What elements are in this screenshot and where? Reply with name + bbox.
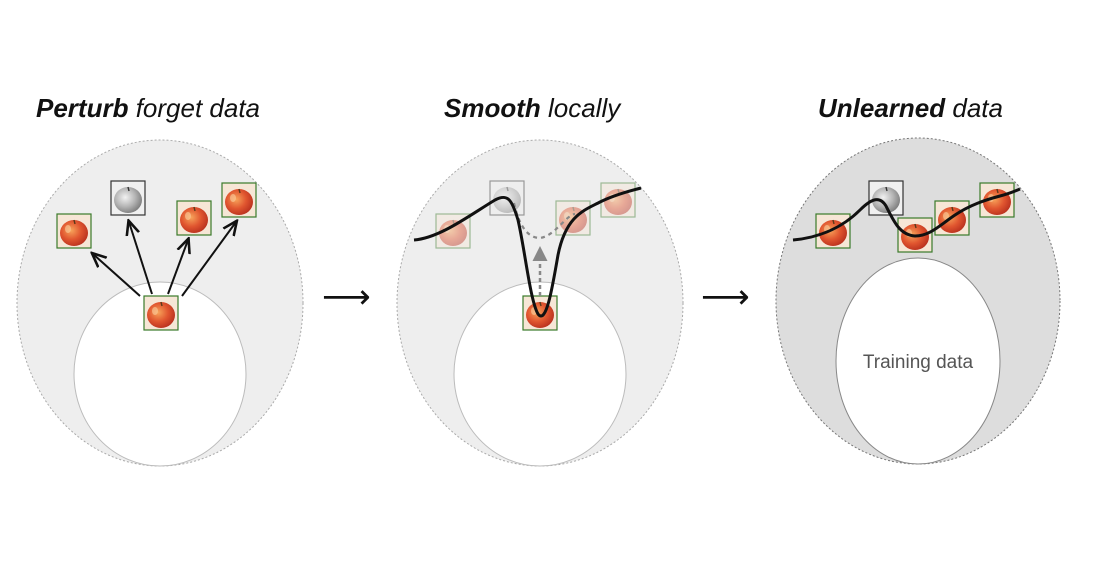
title-bold: Smooth: [444, 93, 541, 123]
training-region: [73, 281, 247, 467]
flow-arrow-1: ⟶: [322, 277, 371, 317]
panel-perturb: [16, 139, 304, 467]
panel-unlearned: Training data: [775, 137, 1061, 465]
panel-smooth: [396, 139, 684, 467]
smoothed-dashed-curve: [512, 202, 576, 240]
apple-perturbed: [221, 182, 257, 218]
perturbation-arrows: [93, 222, 236, 297]
title-rest: forget data: [128, 93, 261, 123]
panel-title-unlearned: Unlearned data: [818, 93, 1003, 124]
flow-arrow-2: ⟶: [701, 277, 750, 317]
apple-forget: [522, 295, 558, 331]
training-data-label: Training data: [863, 352, 974, 373]
training-region: [835, 257, 1001, 465]
panel-title-smooth: Smooth locally: [444, 93, 620, 124]
apple-unlearned-gray: [868, 180, 904, 216]
loss-curve: [792, 187, 1021, 242]
panel-title-perturb: Perturb forget data: [36, 93, 260, 124]
loss-curve: [413, 186, 642, 318]
title-bold: Unlearned: [818, 93, 946, 123]
title-bold: Perturb: [36, 93, 129, 123]
title-rest: data: [945, 93, 1003, 123]
apple-perturbed: [56, 213, 92, 249]
apple-perturbed-gray: [110, 180, 146, 216]
apple-forget: [143, 295, 179, 331]
apple-unlearned: [815, 213, 851, 249]
title-rest: locally: [540, 93, 621, 123]
apple-perturbed: [176, 200, 212, 236]
